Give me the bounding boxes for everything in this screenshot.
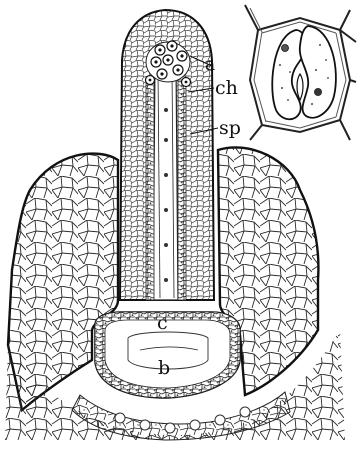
label-c: c — [157, 312, 168, 334]
apical-cluster — [146, 41, 191, 87]
inset-cells — [245, 5, 356, 140]
label-ch: ch — [215, 77, 238, 99]
label-b: b — [158, 357, 170, 379]
label-sp: sp — [219, 117, 241, 139]
guard-cell-right — [300, 26, 336, 118]
label-a: a — [205, 55, 215, 75]
neck-canal — [153, 54, 178, 300]
